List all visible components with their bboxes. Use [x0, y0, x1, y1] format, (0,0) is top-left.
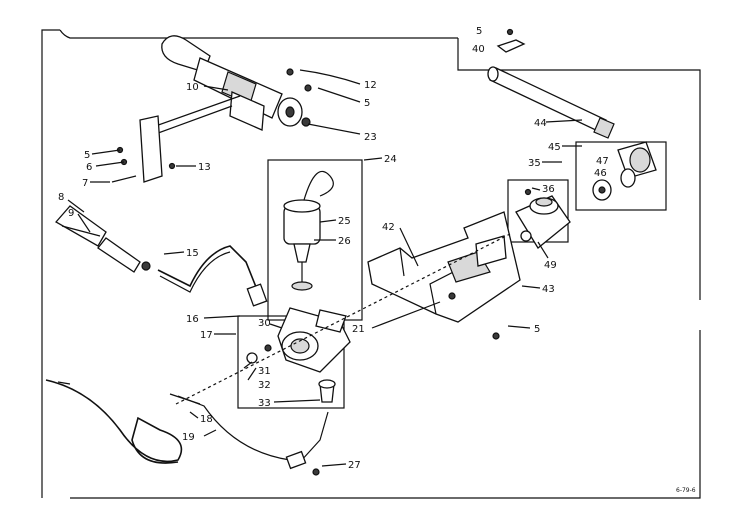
callout-21: 21 [352, 324, 365, 335]
callout-7: 7 [82, 178, 88, 189]
callout-49: 49 [544, 260, 557, 271]
callout-30: 30 [258, 318, 271, 329]
callout-31: 31 [258, 366, 271, 377]
callout-15: 15 [186, 248, 199, 259]
callout-16: 16 [186, 314, 199, 325]
fastener-27 [312, 468, 320, 476]
spark-cable-loop [45, 379, 183, 464]
callout-5c: 5 [84, 150, 90, 161]
drawing-code: 6-79-6 [676, 487, 696, 494]
burner-tube-part [487, 66, 615, 139]
callout-9: 9 [68, 208, 74, 219]
callout-8: 8 [58, 192, 64, 203]
callout-18: 18 [200, 414, 213, 425]
solenoid-part [283, 170, 334, 291]
callout-10: 10 [186, 82, 199, 93]
callout-35: 35 [528, 158, 541, 169]
leader-lines [67, 69, 583, 467]
callout-19: 19 [182, 432, 195, 443]
callout-25: 25 [338, 216, 351, 227]
orifice-fitting-part [592, 141, 657, 201]
callout-5a: 5 [476, 26, 482, 37]
mounting-bracket-part [111, 115, 176, 183]
callout-labels: 5 40 12 5 10 23 44 45 5 6 13 7 24 35 47 … [58, 26, 696, 494]
callout-43: 43 [542, 284, 555, 295]
callout-47: 47 [596, 156, 609, 167]
cable-connector [285, 450, 307, 470]
small-bracket-part [496, 28, 526, 53]
callout-23: 23 [364, 132, 377, 143]
callout-32: 32 [258, 380, 271, 391]
thermocouple-tube-inner [159, 251, 231, 293]
callout-6: 6 [86, 162, 92, 173]
callout-27: 27 [348, 460, 361, 471]
callout-45: 45 [548, 142, 561, 153]
callout-46: 46 [594, 168, 607, 179]
ignition-lead [57, 381, 201, 405]
control-handle-part [161, 35, 312, 131]
assembly-line [175, 233, 511, 405]
callout-40: 40 [472, 44, 485, 55]
callout-5d: 5 [534, 324, 540, 335]
axle-rod [149, 95, 241, 137]
igniter-element-part [54, 205, 151, 273]
spark-cable [177, 395, 329, 463]
regulator-part [515, 188, 571, 249]
frame-border [41, 29, 701, 499]
callout-33: 33 [258, 398, 271, 409]
callout-36: 36 [542, 184, 555, 195]
callout-44: 44 [534, 118, 547, 129]
thermocouple-tube [157, 245, 259, 293]
callout-5b: 5 [364, 98, 370, 109]
callout-42: 42 [382, 222, 395, 233]
callout-13: 13 [198, 162, 211, 173]
thermocouple-fitting [246, 283, 268, 307]
box-45 [575, 141, 667, 211]
callout-17: 17 [200, 330, 213, 341]
callout-12: 12 [364, 80, 377, 91]
callout-26: 26 [338, 236, 351, 247]
callout-24: 24 [384, 154, 397, 165]
